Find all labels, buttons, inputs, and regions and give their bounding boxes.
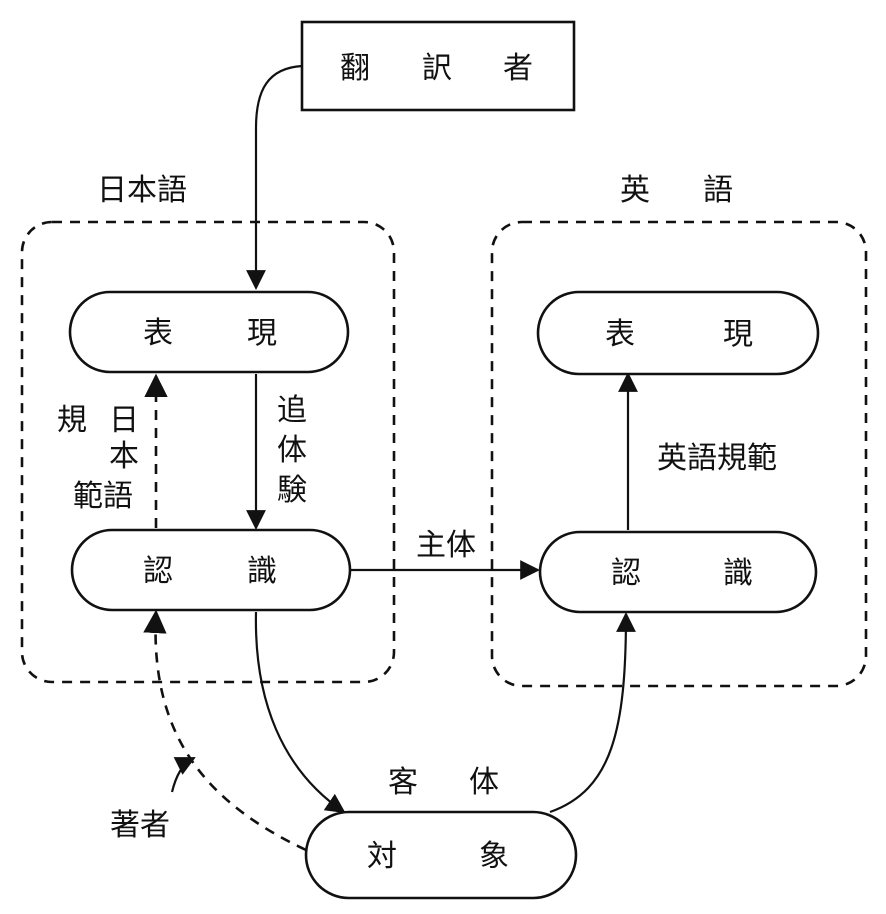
edge-object-to-ja-cognition bbox=[143, 609, 307, 852]
ja-cognition-char-2: 識 bbox=[247, 554, 277, 589]
relive-label-char-3: 験 bbox=[277, 473, 307, 508]
english-group-title-char-1: 英 bbox=[620, 173, 650, 208]
ja-expression-node: 表 現 bbox=[68, 290, 350, 374]
object-label-char-2: 体 bbox=[469, 765, 499, 800]
object-char-2: 象 bbox=[479, 839, 509, 874]
en-expression-node: 表 現 bbox=[536, 290, 820, 376]
japanese-norm-label-char-1: 日 bbox=[109, 403, 139, 438]
english-group-title-char-2: 語 bbox=[703, 173, 733, 208]
ja-cognition-char-1: 認 bbox=[143, 554, 173, 589]
translator-char-1: 翻 bbox=[340, 51, 370, 86]
japanese-norm-label-char-3: 範語 bbox=[73, 479, 133, 514]
translator-char-3: 者 bbox=[503, 51, 533, 86]
subject-label: 主体 bbox=[416, 528, 476, 563]
en-expression-char-1: 表 bbox=[605, 317, 635, 352]
ja-expression-char-1: 表 bbox=[143, 316, 173, 351]
edge-translator-to-ja-expression bbox=[246, 64, 303, 290]
edge-author-marker bbox=[170, 757, 196, 793]
japanese-norm-label-col1: 規 bbox=[57, 403, 87, 438]
en-cognition-char-2: 識 bbox=[723, 556, 753, 591]
en-expression-char-2: 現 bbox=[723, 317, 753, 352]
en-cognition-char-1: 認 bbox=[611, 556, 641, 591]
object-char-1: 対 bbox=[367, 839, 397, 874]
japanese-group-title: 日本語 bbox=[97, 173, 187, 208]
english-group-box bbox=[490, 220, 868, 688]
translator-node: 翻 訳 者 bbox=[300, 20, 576, 112]
ja-expression-char-2: 現 bbox=[247, 316, 277, 351]
translator-char-2: 訳 bbox=[422, 51, 452, 86]
english-norm-label: 英語規範 bbox=[657, 441, 777, 476]
edge-object-to-en-cognition bbox=[549, 612, 636, 814]
object-label-char-1: 客 bbox=[388, 765, 418, 800]
edge-ja-cognition-to-object bbox=[254, 611, 346, 814]
relive-label-char-2: 体 bbox=[277, 433, 307, 468]
japanese-norm-label-char-2: 本 bbox=[109, 439, 139, 474]
relive-label-char-1: 追 bbox=[277, 393, 307, 428]
object-node: 対 象 bbox=[304, 810, 578, 900]
ja-cognition-node: 認 識 bbox=[70, 528, 352, 612]
en-cognition-node: 認 識 bbox=[538, 530, 818, 614]
author-label: 著者 bbox=[110, 808, 170, 843]
japanese-group-box bbox=[20, 220, 396, 684]
